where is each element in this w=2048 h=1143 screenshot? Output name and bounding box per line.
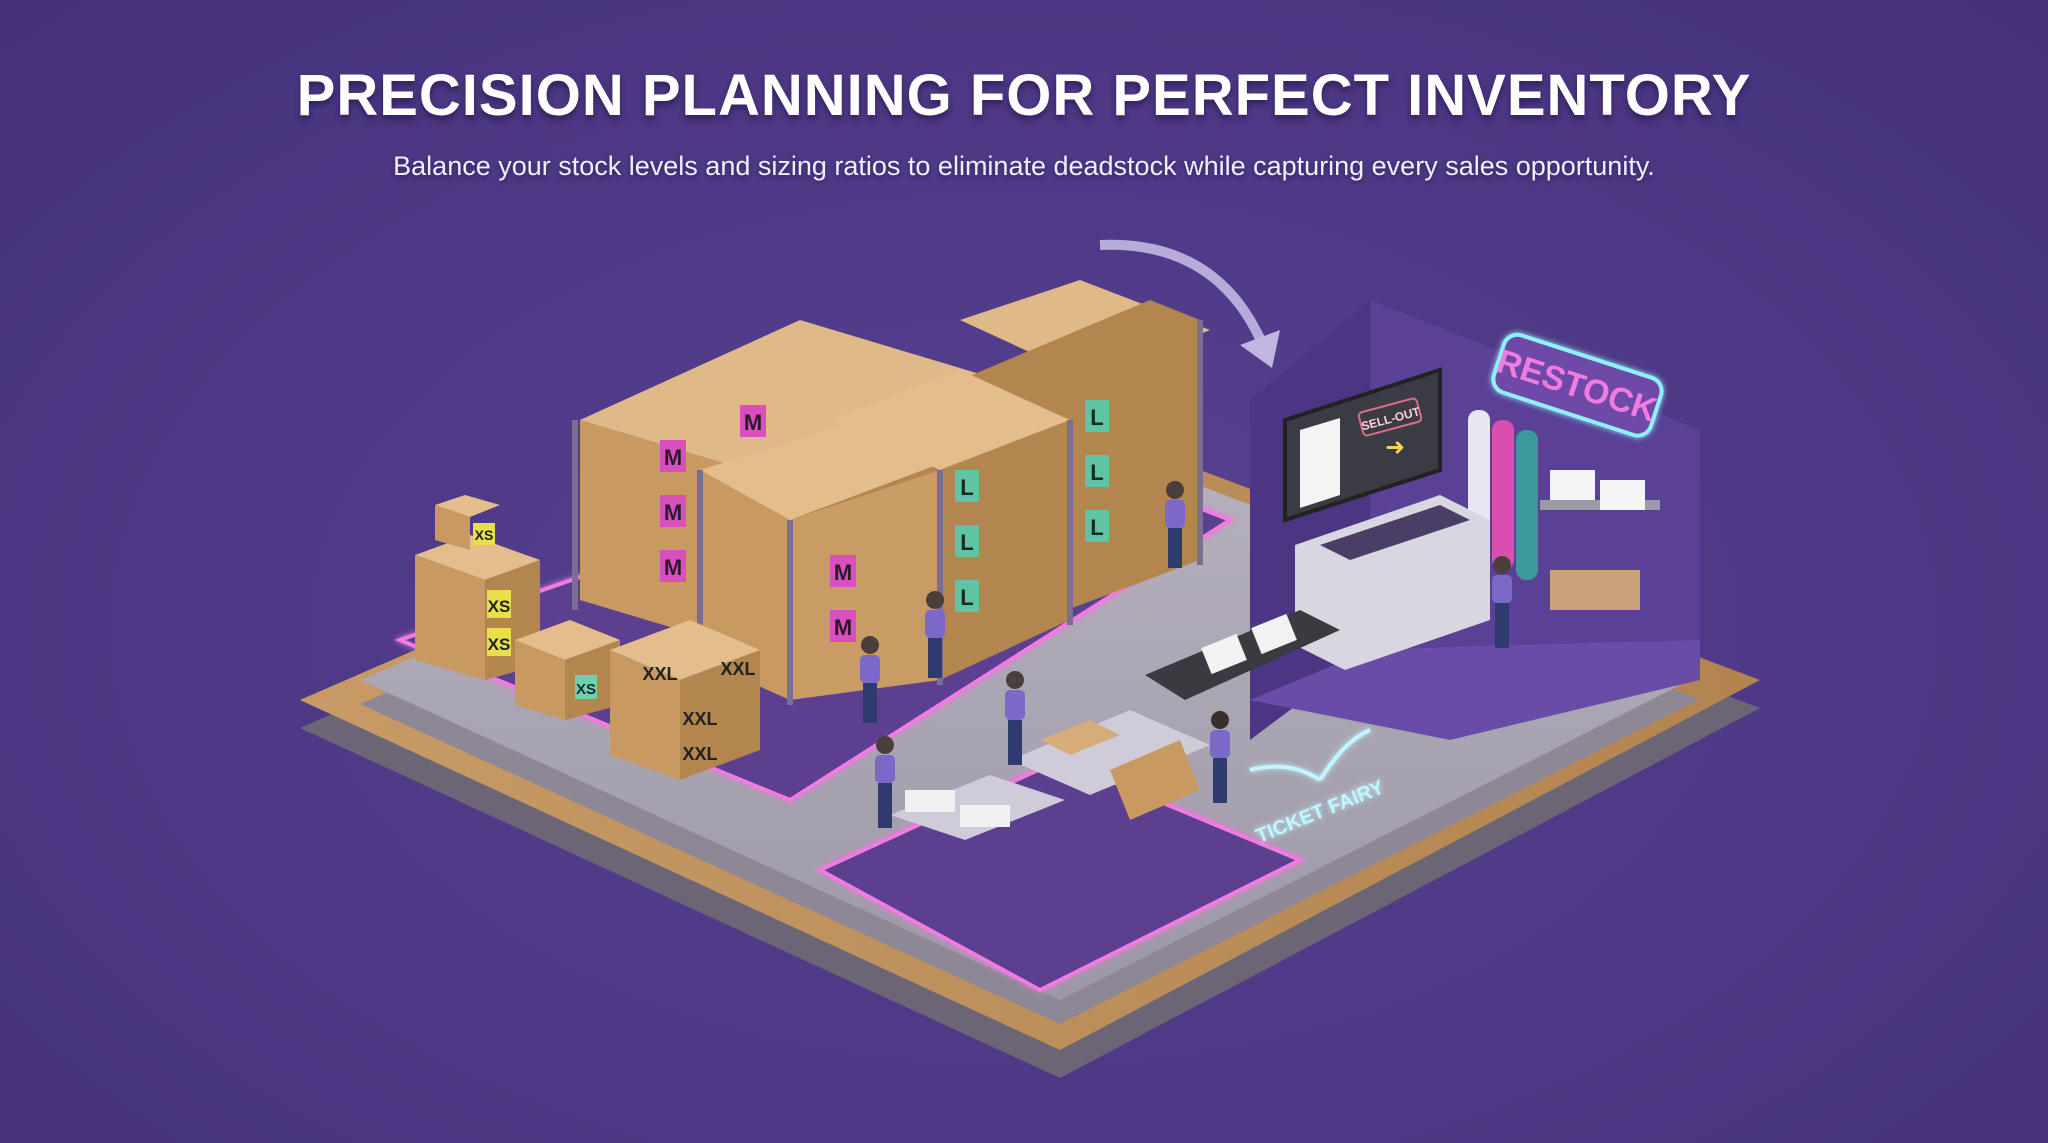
size-m-labels: M M M M M M (660, 405, 856, 642)
svg-text:M: M (834, 615, 852, 640)
svg-text:M: M (664, 445, 682, 470)
svg-text:M: M (664, 500, 682, 525)
svg-text:L: L (960, 530, 973, 555)
arrow-right-icon: ➜ (1385, 434, 1405, 461)
packing-station (890, 710, 1210, 840)
workers (860, 481, 1512, 828)
size-l-labels: L L L L L L (955, 400, 1109, 612)
worker (875, 736, 895, 828)
svg-text:XS: XS (488, 635, 511, 654)
worker (860, 636, 880, 723)
svg-text:M: M (664, 555, 682, 580)
xs-pallets: XS XS XS XS (415, 495, 620, 720)
svg-text:XS: XS (488, 597, 511, 616)
svg-text:XS: XS (475, 527, 494, 543)
svg-text:M: M (744, 410, 762, 435)
worker (1165, 481, 1185, 568)
monitor: SELL-OUT ➜ (1283, 367, 1442, 523)
svg-text:M: M (834, 560, 852, 585)
svg-text:L: L (1090, 515, 1103, 540)
page-title: PRECISION PLANNING FOR PERFECT INVENTORY (296, 63, 1752, 128)
svg-text:XXL: XXL (682, 709, 717, 729)
svg-text:L: L (1090, 405, 1103, 430)
svg-text:XXL: XXL (682, 744, 717, 764)
hero-header: PRECISION PLANNING FOR PERFECT INVENTORY… (0, 62, 2048, 182)
worker (1005, 671, 1025, 765)
svg-text:XXL: XXL (642, 664, 677, 684)
svg-text:XS: XS (576, 681, 596, 698)
wings-icon (1249, 728, 1371, 782)
xxl-pallet: XXL XXL XXL XXL (610, 620, 760, 780)
worker (925, 591, 945, 678)
worker (1210, 711, 1230, 803)
print-room: SELL-OUT ➜ RESTOCK (1145, 300, 1700, 740)
svg-text:L: L (960, 475, 973, 500)
svg-text:XXL: XXL (720, 659, 755, 679)
restock-arrow-icon (1099, 239, 1280, 368)
svg-text:L: L (960, 585, 973, 610)
svg-text:L: L (1090, 460, 1103, 485)
worker (1492, 556, 1512, 648)
page-subtitle: Balance your stock levels and sizing rat… (393, 151, 1655, 181)
